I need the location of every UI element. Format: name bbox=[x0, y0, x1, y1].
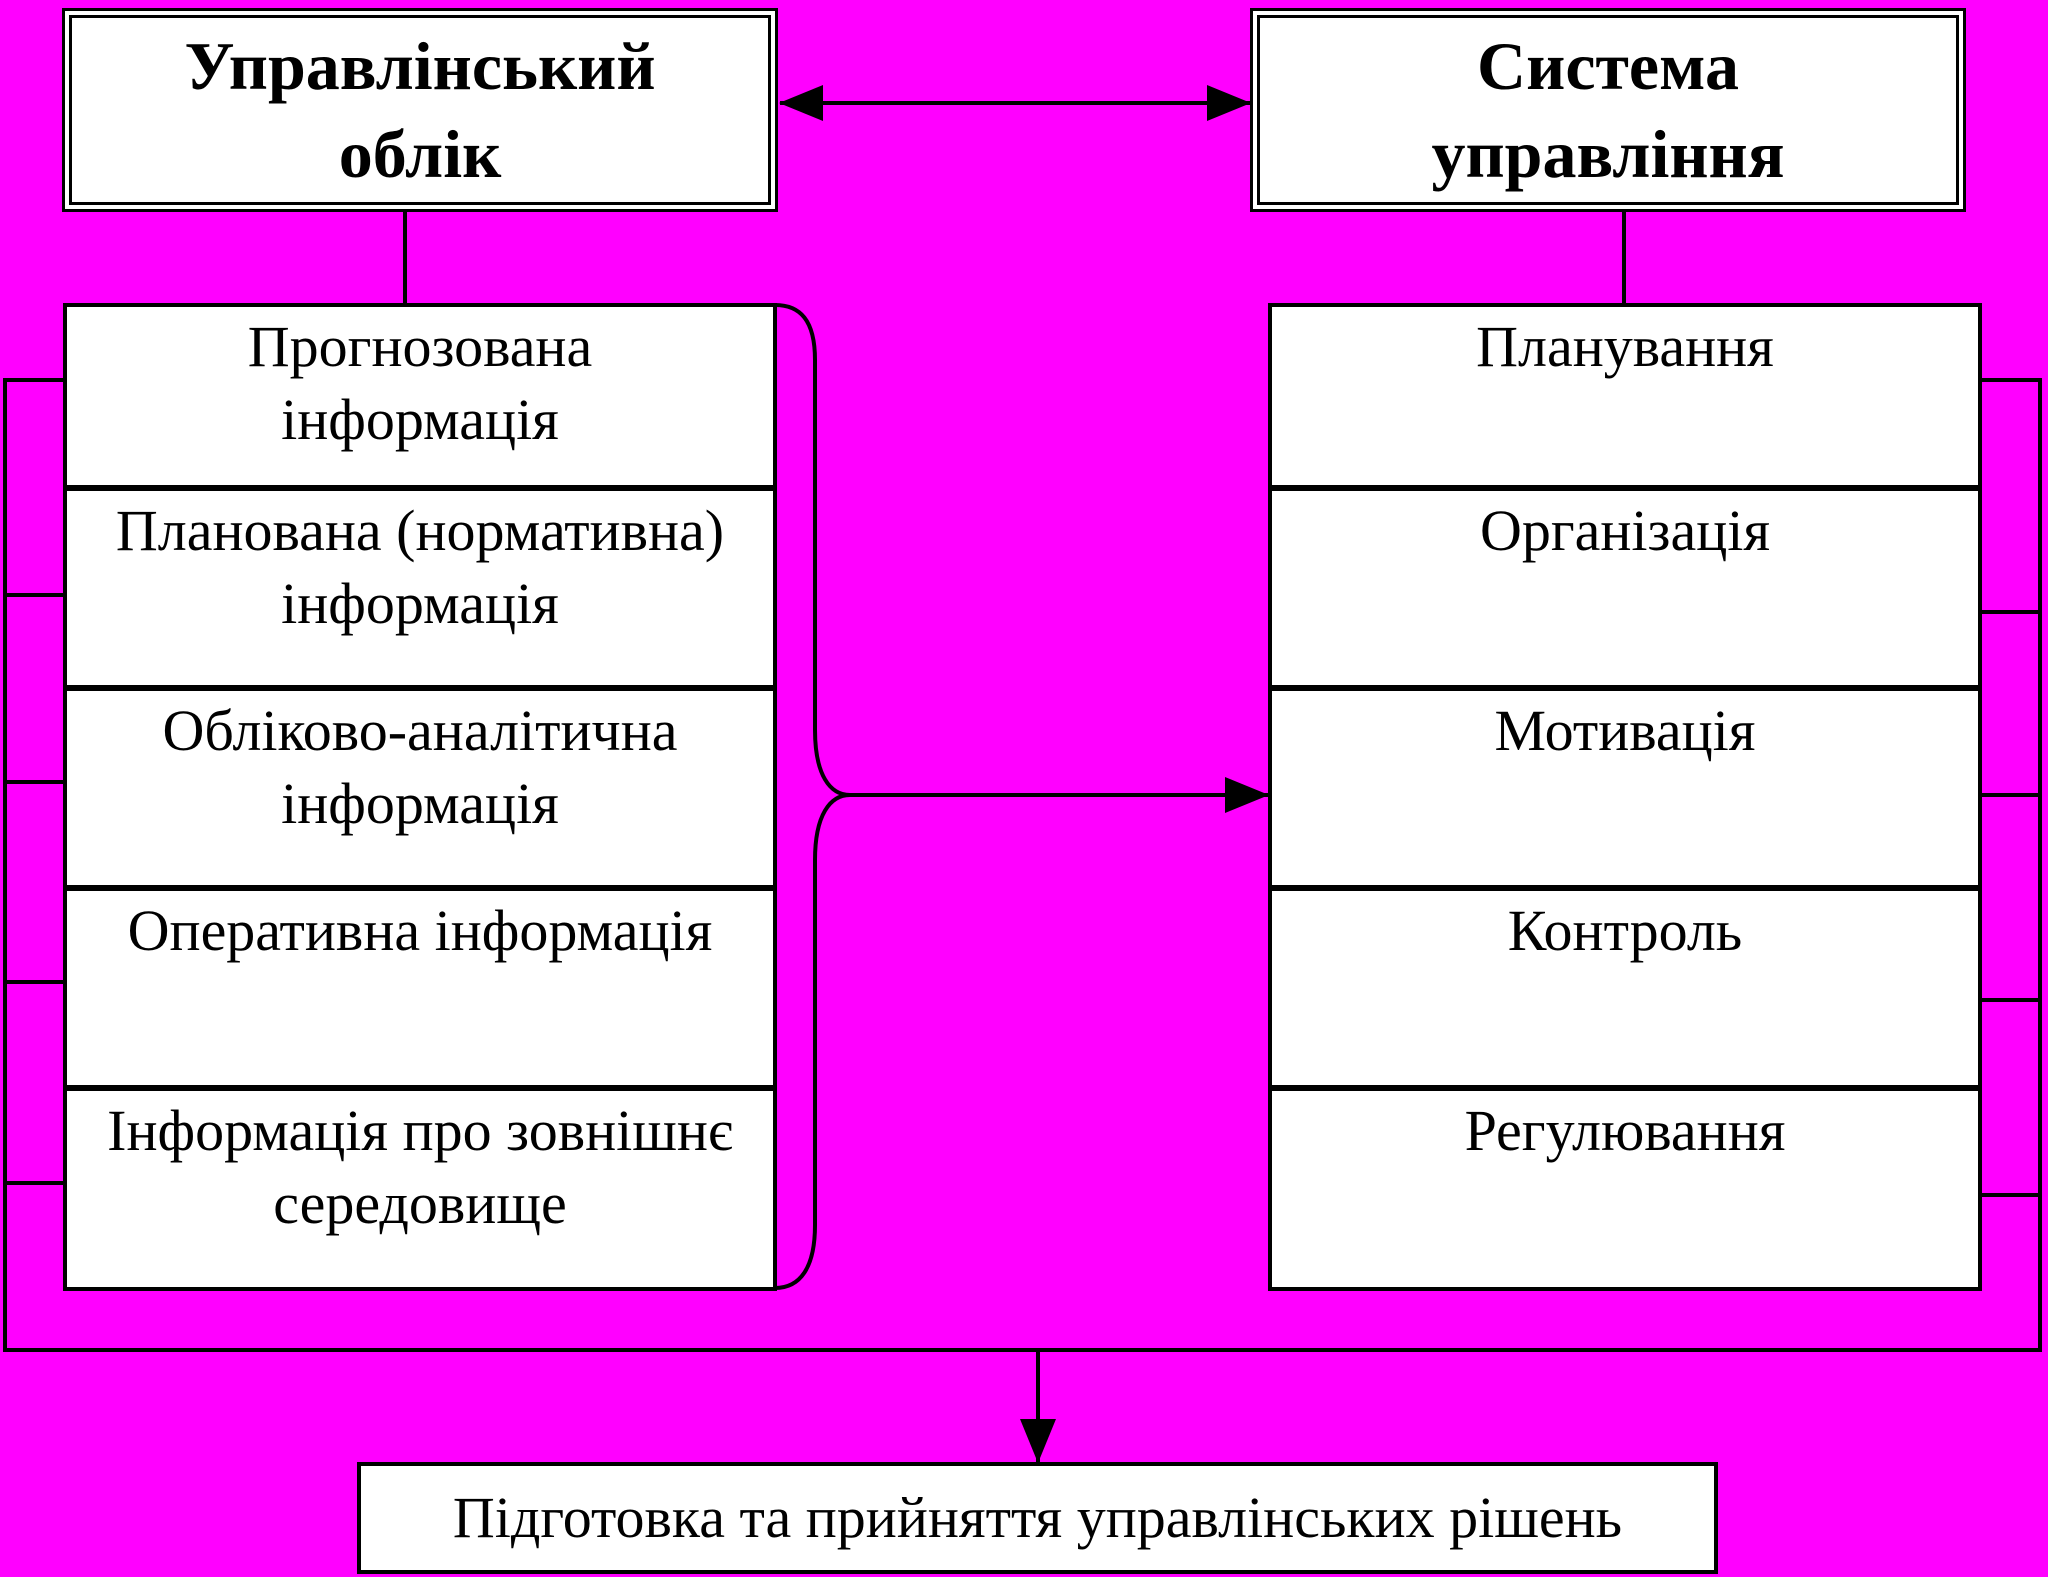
right-list-item-2-label: Організація bbox=[1479, 498, 1771, 563]
right-list-item-2: Організація bbox=[1268, 487, 1982, 689]
node-decision-making: Підготовка та прийняття управлінських рі… bbox=[357, 1462, 1718, 1574]
node-management-system: Система управління bbox=[1250, 8, 1966, 212]
node-management-accounting: Управлінський облік bbox=[62, 8, 778, 212]
left-list-item-1: Прогнозована інформація bbox=[63, 303, 777, 489]
right-list-item-3: Мотивація bbox=[1268, 687, 1982, 889]
left-list-item-4: Оперативна інформація bbox=[63, 887, 777, 1089]
left-list-item-5: Інформація про зовнішнє середовище bbox=[63, 1087, 777, 1291]
right-list-item-4: Контроль bbox=[1268, 887, 1982, 1089]
node-decision-making-label: Підготовка та прийняття управлінських рі… bbox=[452, 1484, 1623, 1550]
left-list-item-4-label: Оперативна інформація bbox=[127, 898, 713, 963]
brace-left-list bbox=[774, 303, 851, 1290]
right-list-item-5-label: Регулювання bbox=[1464, 1098, 1786, 1163]
right-list-item-1-label: Планування bbox=[1476, 314, 1774, 379]
left-list-item-1-label: Прогнозована інформація bbox=[247, 314, 593, 452]
right-list-item-3-label: Мотивація bbox=[1494, 698, 1756, 763]
left-list-item-5-label: Інформація про зовнішнє середовище bbox=[107, 1098, 733, 1236]
left-list-item-2: Планована (нормативна) інформація bbox=[63, 487, 777, 689]
right-list-item-4-label: Контроль bbox=[1507, 898, 1743, 963]
left-list-item-2-label: Планована (нормативна) інформація bbox=[115, 498, 725, 636]
left-list-item-3: Обліково-аналітична інформація bbox=[63, 687, 777, 889]
node-management-accounting-label: Управлінський облік bbox=[184, 27, 656, 192]
left-list-item-3-label: Обліково-аналітична інформація bbox=[162, 698, 678, 836]
right-list-item-1: Планування bbox=[1268, 303, 1982, 489]
bus-right bbox=[1038, 378, 2042, 1352]
node-management-system-label: Система управління bbox=[1431, 27, 1785, 192]
bus-left bbox=[3, 378, 1038, 1352]
right-list-item-5: Регулювання bbox=[1268, 1087, 1982, 1291]
